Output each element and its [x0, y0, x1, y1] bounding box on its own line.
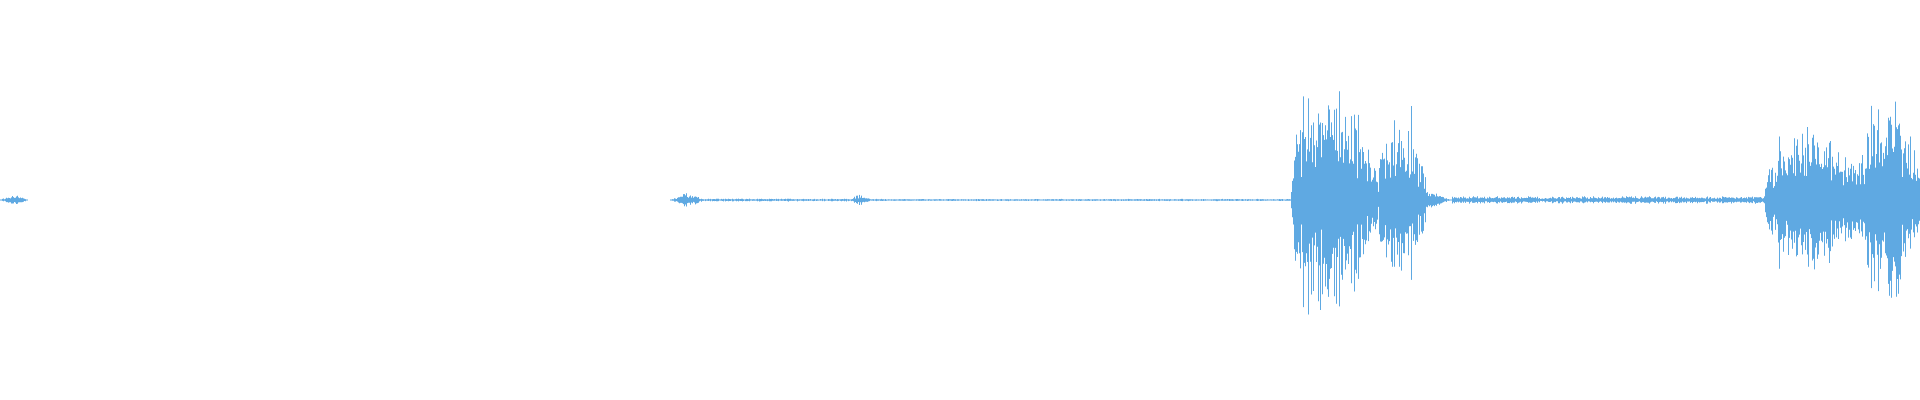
waveform-segment-burst: [1290, 91, 1370, 315]
waveform-segment-faint: [872, 198, 1291, 202]
waveform-segment-faint: [705, 198, 850, 202]
waveform-segment-tail: [1425, 192, 1453, 208]
waveform-segment-blip: [0, 195, 28, 204]
waveform-segment-blip: [849, 194, 873, 205]
waveform-segment-burst: [1859, 101, 1920, 298]
waveform-segment-burst: [1763, 127, 1860, 270]
waveform-segment-burst: [1377, 106, 1426, 280]
waveform-segment-blip: [670, 193, 706, 207]
waveform-segment-dip: [1369, 167, 1378, 233]
waveform-segment-noise: [1452, 196, 1764, 204]
